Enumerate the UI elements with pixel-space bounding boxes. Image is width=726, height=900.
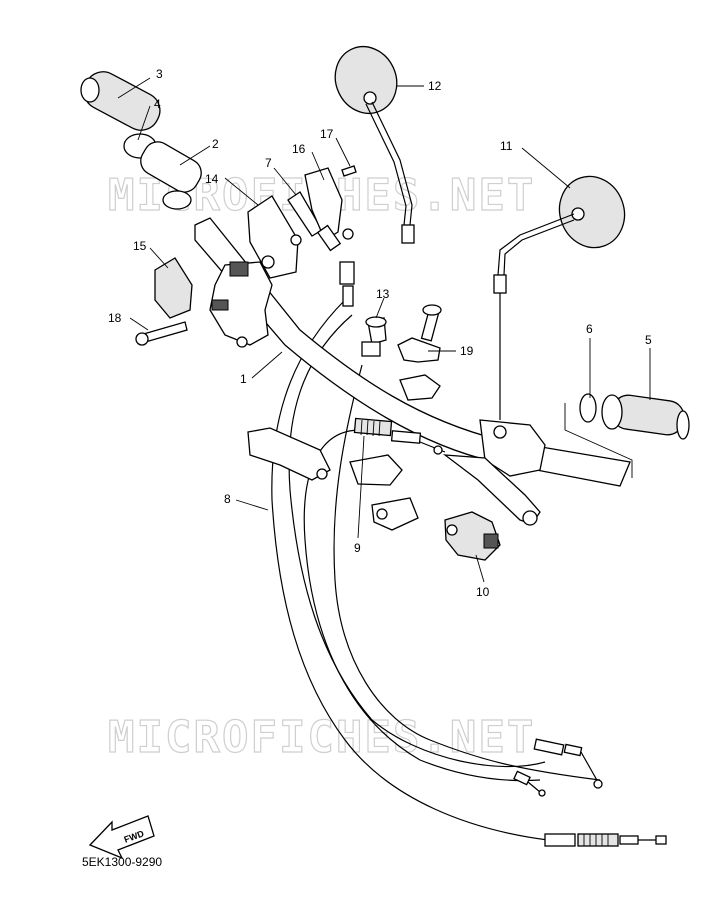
clutch-nipple [433,445,443,455]
cable-adjuster-mid [339,261,355,285]
watermark-bottom: MICROFICHES.NET [108,712,535,763]
switch-cover-15 [154,257,193,319]
throttle-housing-side [211,299,229,311]
callout-10: 10 [476,585,490,599]
throttle-housing [209,261,273,346]
throttle-housing-screw [236,336,248,348]
fwd-arrow: FWD [88,815,155,860]
mirror-stem-12 [371,101,413,226]
callout-9: 9 [354,541,361,555]
throttle-housing-top [229,261,249,277]
callout-16: 16 [292,142,306,156]
callouts: 3 4 2 14 7 16 17 12 11 15 18 13 19 6 5 1… [108,67,652,599]
cable-fitting-a [533,738,565,756]
cables [271,299,667,847]
holder-clamp-19 [397,337,441,363]
left-controls [135,165,357,348]
fwd-arrow-shape [88,815,155,860]
sleeve-end-2 [162,190,192,210]
mirror-base-11 [493,274,507,294]
callout-5: 5 [645,333,652,347]
mirror-pivot-11 [571,207,585,221]
callout-13: 13 [376,287,390,301]
left-grip-assembly [80,71,202,210]
callout-19: 19 [460,344,474,358]
callout-12: 12 [428,79,442,93]
brake-lever-tip [522,510,538,526]
upper-clamp [399,374,441,401]
center-parts [247,304,546,561]
cable-adjuster-top [316,224,342,252]
throttle-sleeve-2 [140,141,202,193]
callout-17: 17 [320,127,334,141]
mirrors [334,46,626,420]
mirror-pivot-12 [363,91,377,105]
bolt-19-head [422,304,442,316]
bracket-line-5 [564,403,633,478]
clamp-bottom [371,497,419,531]
callout-11: 11 [500,139,513,153]
bracket-16-bolt [342,228,354,240]
mirror-stem-11 [497,213,575,276]
callout-1: 1 [240,372,247,386]
leader-lines [117,77,651,583]
mirror-head-12 [334,46,398,114]
callout-6: 6 [586,322,593,336]
callout-14: 14 [205,172,219,186]
grip-end-3 [80,77,100,103]
bolt-13-head [365,316,387,328]
callout-15: 15 [133,239,147,253]
mirror-stem-12b [365,103,407,226]
switch-10-screw [446,524,458,536]
handlebar-tube [194,217,631,487]
callout-3: 3 [156,67,163,81]
callout-18: 18 [108,311,122,325]
adjuster-end [655,835,667,845]
mirror-base-12 [401,224,415,244]
bracket-14-hole [290,234,302,246]
lower-clamp [349,454,403,486]
clutch-spring-9 [353,417,393,437]
collar-6 [579,393,597,423]
adjuster-nut [619,835,639,845]
switch-10-plug [483,533,499,549]
bracket-14 [247,195,299,279]
callout-2: 2 [212,137,219,151]
bolt-13-collar [361,341,381,357]
callout-8: 8 [224,492,231,506]
callout-7: 7 [265,156,272,170]
cable-end-line-a [580,751,599,783]
mirror-stem-11b [503,219,575,276]
clamp-bottom-bolt [376,508,388,520]
bracket-14-bolt [261,255,275,269]
cable-adjuster-low [342,285,354,307]
cable-fitting-b [563,743,583,757]
diagram-code: 5EK1300-9290 [82,855,162,869]
cable-end-c [538,789,546,797]
mirror-head-11 [558,175,626,249]
cable-fitting-c [513,770,531,786]
left-lever-holder-bolt [316,468,328,480]
throttle-cable-8a [288,314,546,768]
cable-end-line-c [527,781,541,793]
screw-head-18 [135,332,149,346]
screw-17 [341,165,357,177]
bolt-19 [420,310,440,342]
clutch-cable-9b [333,364,601,781]
adjuster-body [544,833,576,847]
cable-end-a [593,779,603,789]
clutch-sleeve [390,430,422,444]
throttle-cable-8b [271,299,549,841]
cable-bracket-16 [304,167,343,241]
callout-4: 4 [154,97,161,111]
grip-end-5 [676,410,690,440]
grip-flange-5 [601,394,623,430]
brake-holder-pivot [493,425,507,439]
